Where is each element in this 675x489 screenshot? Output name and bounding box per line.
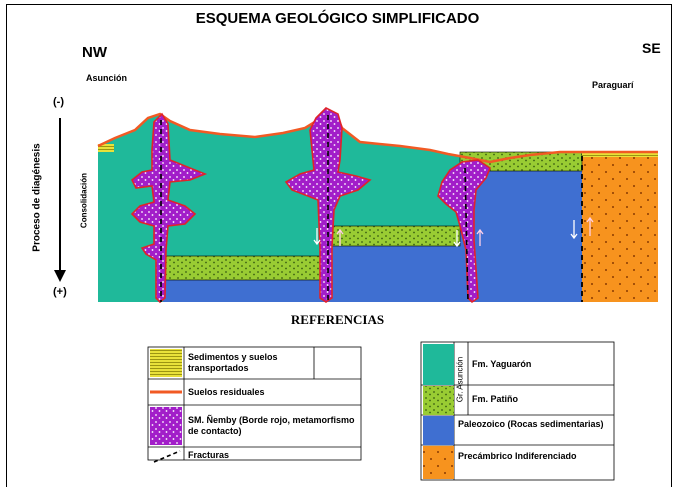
nemby-intrusion-1 <box>130 112 208 304</box>
legend-label-nemby: SM. Ñemby (Borde rojo, metamorfismo de c… <box>188 415 355 436</box>
axis-minus-label: (-) <box>53 96 64 108</box>
legend-label-fracture: Fracturas <box>188 450 230 460</box>
legend-symbol-nemby <box>150 407 182 445</box>
legend-group-label: Gr. Asunción <box>455 356 465 403</box>
axis-plus-label: (+) <box>53 286 67 298</box>
displacement-arrows <box>313 216 594 248</box>
patino-layer-1 <box>162 255 326 281</box>
legend-label-patino: Fm. Patiño <box>472 394 519 404</box>
diagram-title: ESQUEMA GEOLÓGICO SIMPLIFICADO <box>195 10 480 27</box>
legend-symbol-patino <box>423 386 454 415</box>
paleozoico-block <box>163 171 582 302</box>
direction-nw: NW <box>82 44 107 61</box>
patino-layer-3 <box>459 151 583 172</box>
legend-label-residual: Suelos residuales <box>188 387 265 397</box>
place-asuncion: Asunción <box>86 73 128 83</box>
legend-left-table <box>147 346 362 461</box>
legend-label-transported: Sedimentos y suelos transportados <box>188 352 278 373</box>
fracture-3 <box>464 167 469 303</box>
patino-layer-2 <box>324 225 461 247</box>
nemby-intrusion-3 <box>437 159 491 304</box>
precambrico-block <box>582 156 658 302</box>
legend-label-paleozoico: Paleozoico (Rocas sedimentarias) <box>458 419 604 429</box>
diagram-frame <box>6 4 672 487</box>
legend-symbol-fracture <box>153 450 181 463</box>
place-paraguari: Paraguarí <box>592 80 634 90</box>
legend-symbol-transported <box>150 349 182 377</box>
diagenesis-arrow-head <box>54 270 66 282</box>
legend-symbol-paleozoico <box>423 416 454 445</box>
transported-sediment-right <box>582 152 658 157</box>
transported-sediment-left <box>98 144 114 152</box>
references-title: REFERENCIAS <box>290 312 385 327</box>
legend-label-precambrico: Precámbrico Indiferenciado <box>458 451 577 461</box>
legend-label-yaguaron: Fm. Yaguarón <box>472 359 532 369</box>
legend-symbol-yaguaron <box>423 344 454 385</box>
direction-se: SE <box>642 40 661 56</box>
legend-symbol-precambrico <box>423 446 454 479</box>
